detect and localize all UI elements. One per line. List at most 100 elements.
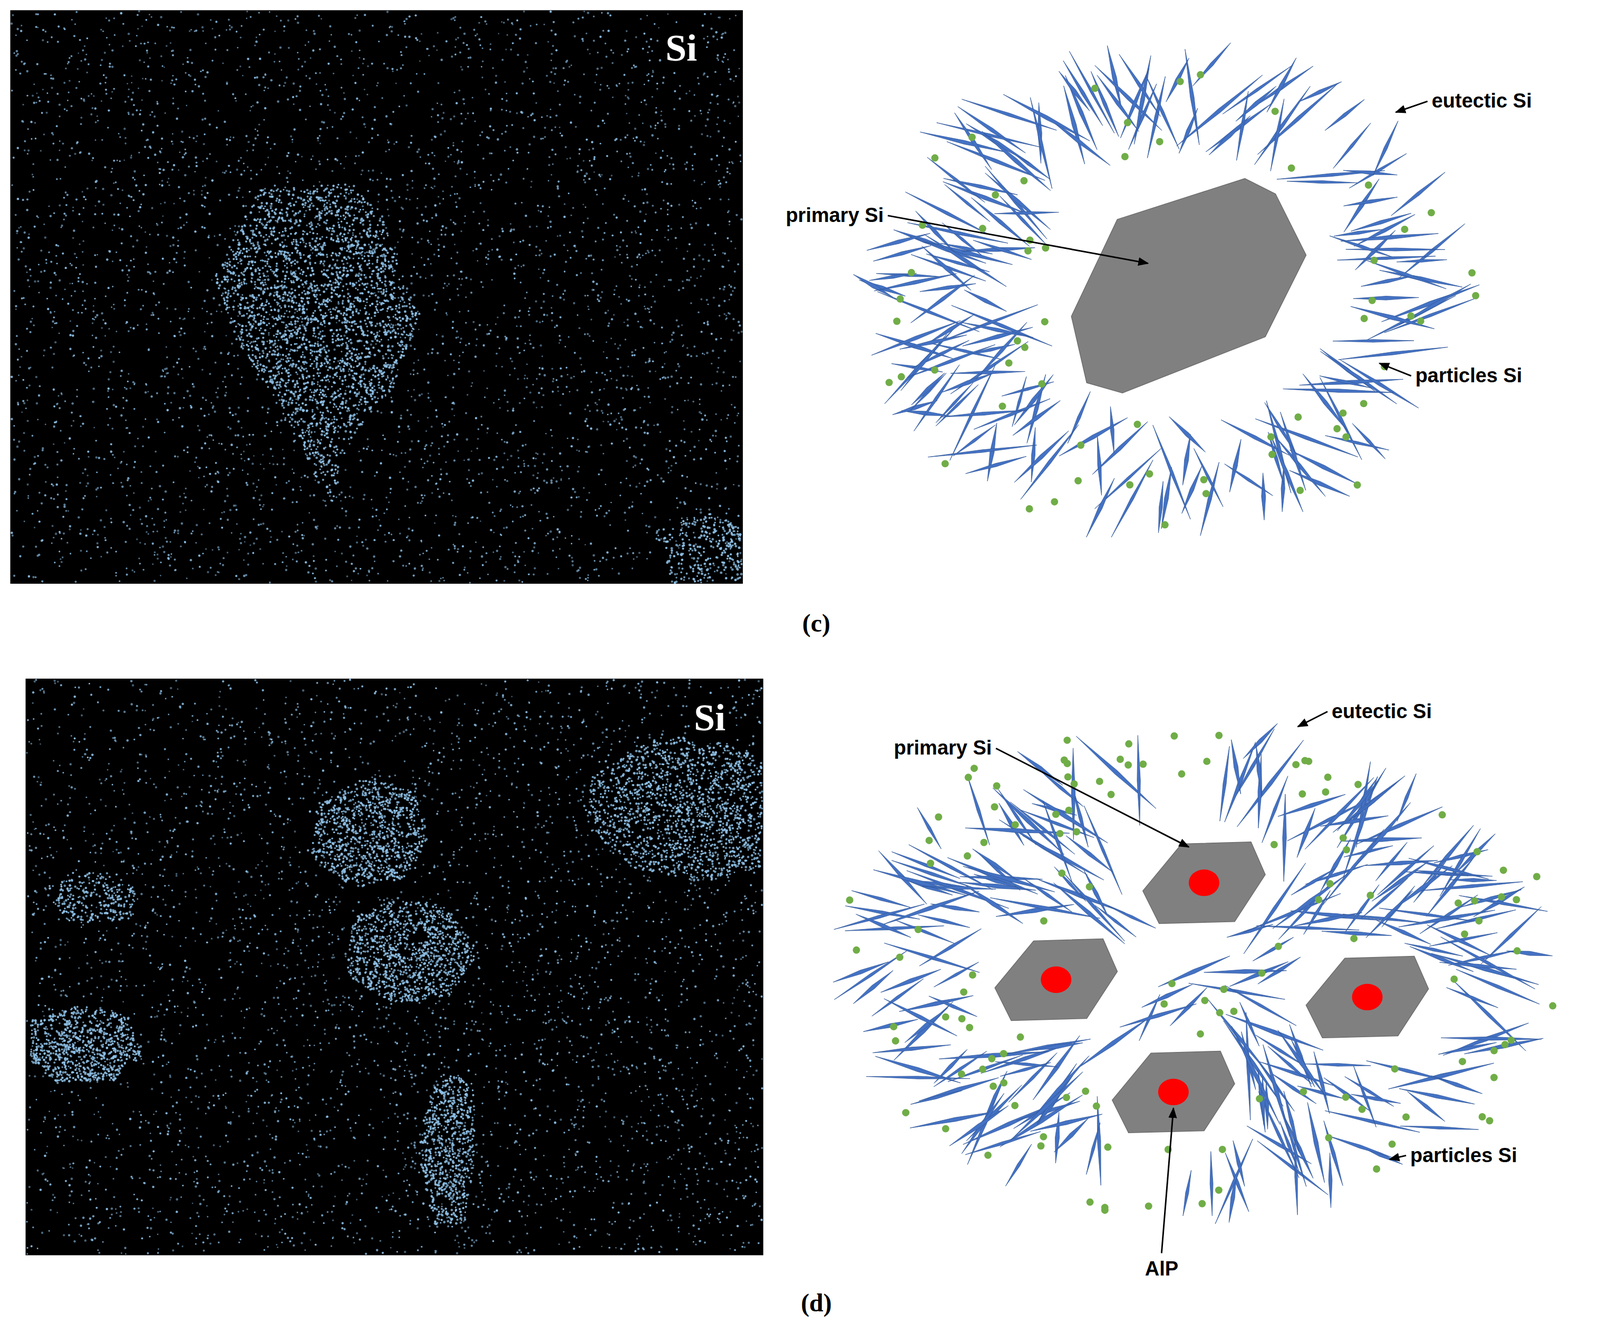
si-dot: [139, 518, 142, 521]
si-dot: [555, 324, 558, 327]
si-dot: [598, 398, 600, 401]
si-dot: [292, 328, 295, 332]
si-dot: [541, 272, 545, 275]
si-dot: [593, 15, 595, 18]
si-dot: [420, 33, 423, 35]
si-dot: [524, 342, 527, 345]
si-dot: [20, 355, 23, 358]
si-dot: [484, 20, 487, 23]
si-dot: [194, 170, 197, 173]
si-dot: [511, 551, 514, 554]
si-dot: [292, 488, 295, 491]
si-dot: [296, 523, 299, 526]
si-dot: [185, 509, 187, 511]
si-dot: [519, 352, 521, 354]
si-dot: [705, 483, 708, 487]
si-dot: [333, 348, 336, 351]
si-dot: [227, 473, 230, 477]
si-dot: [554, 153, 557, 156]
si-dot: [134, 184, 138, 188]
si-dot: [324, 83, 327, 86]
si-dot: [458, 89, 461, 92]
si-dot: [389, 122, 392, 125]
si-dot: [519, 309, 521, 312]
si-dot: [724, 459, 727, 463]
si-dot: [566, 508, 570, 512]
si-dot: [210, 490, 213, 493]
si-dot: [381, 243, 383, 246]
si-dot: [679, 84, 682, 87]
si-dot: [133, 445, 137, 448]
si-dot: [515, 148, 519, 151]
eds-map: [25, 678, 764, 1256]
si-dot: [226, 494, 229, 497]
si-dot: [410, 440, 413, 443]
si-dot: [557, 567, 560, 570]
si-dot: [183, 492, 186, 495]
si-dot: [580, 229, 584, 232]
si-dot: [682, 257, 685, 260]
si-dot: [179, 333, 182, 336]
si-dot: [288, 480, 290, 482]
si-dot: [104, 81, 106, 84]
si-dot: [646, 531, 648, 534]
si-dot: [454, 46, 457, 48]
si-dot: [285, 76, 288, 79]
si-dot: [607, 87, 610, 90]
si-dot: [332, 72, 335, 75]
si-dot: [685, 572, 688, 575]
si-dot: [568, 554, 571, 557]
si-dot: [433, 204, 437, 207]
si-dot: [529, 24, 532, 27]
si-dot: [536, 477, 539, 480]
si-dot: [413, 389, 415, 391]
si-dot: [248, 65, 250, 68]
si-dot: [376, 82, 379, 84]
si-dot: [46, 297, 48, 300]
si-dot: [109, 417, 111, 420]
si-dot: [596, 403, 598, 406]
si-dot: [127, 95, 130, 98]
si-dot: [431, 293, 434, 296]
si-dot: [182, 224, 185, 226]
si-dot: [267, 275, 269, 277]
si-dot: [177, 186, 180, 189]
si-dot: [195, 350, 198, 353]
si-dot: [708, 496, 711, 500]
si-dot: [125, 567, 128, 569]
si-dot: [372, 179, 374, 182]
si-dot: [418, 312, 421, 315]
si-dot: [15, 334, 18, 337]
si-dot: [561, 393, 564, 395]
si-dot: [121, 45, 124, 47]
si-dot: [654, 152, 657, 154]
si-dot: [170, 553, 173, 555]
si-dot: [340, 86, 343, 89]
si-dot: [356, 198, 358, 200]
si-dot: [643, 32, 646, 35]
si-dot: [663, 351, 666, 354]
si-dot: [691, 164, 694, 167]
si-dot: [578, 95, 582, 99]
si-dot: [94, 254, 96, 256]
si-dot: [729, 435, 732, 438]
si-dot: [691, 557, 693, 559]
si-dot: [420, 564, 423, 567]
si-dot: [132, 327, 135, 330]
si-dot: [162, 168, 165, 171]
si-dot: [542, 300, 546, 304]
si-dot: [16, 445, 19, 449]
si-dot: [450, 153, 452, 156]
si-dot: [183, 199, 186, 202]
si-dot: [15, 54, 18, 57]
si-dot: [91, 317, 94, 320]
si-dot: [276, 538, 279, 541]
si-dot: [361, 540, 364, 543]
si-dot: [737, 263, 740, 266]
si-dot: [398, 105, 401, 108]
si-dot: [100, 59, 103, 62]
si-dot: [637, 388, 640, 391]
si-dot: [443, 130, 446, 133]
si-dot: [308, 398, 312, 402]
si-dot: [417, 440, 420, 443]
